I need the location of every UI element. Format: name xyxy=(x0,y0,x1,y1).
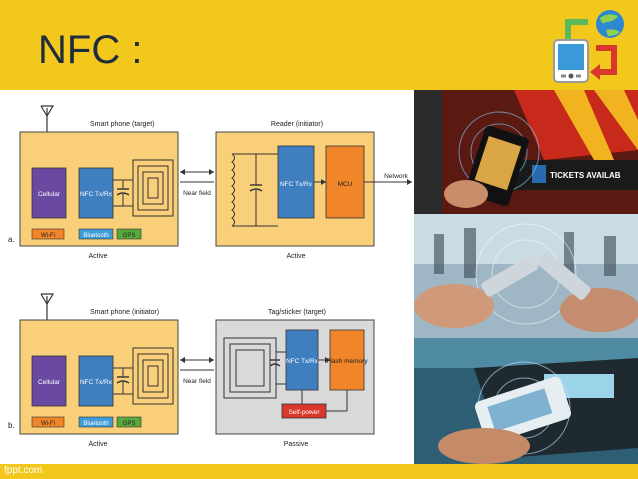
payment-terminal-photo xyxy=(414,338,638,464)
near-field-a-label: Near field xyxy=(183,190,211,197)
near-field-b-label: Near field xyxy=(183,378,211,385)
gps-b-block xyxy=(116,416,142,428)
wifi-a-block xyxy=(31,228,65,240)
phone-b-mode: Active xyxy=(88,441,107,448)
phone-a-title: Smart phone (target) xyxy=(90,121,155,128)
gps-a-block xyxy=(116,228,142,240)
cellular-a-label: Cellular xyxy=(38,191,61,198)
tag-nfc-block xyxy=(285,329,319,391)
tickets-text: TICKETS AVAILAB xyxy=(550,171,621,180)
phone-exchange-photo xyxy=(414,214,638,338)
bluetooth-b-label: Bluetooth xyxy=(83,421,108,427)
bluetooth-a-block xyxy=(78,228,114,240)
diagram-a: Smart phone (target) Cellular NFC Tx/Rx … xyxy=(8,105,412,260)
tag-b-mode: Passive xyxy=(284,441,309,448)
cellular-a-block xyxy=(31,167,67,219)
slide-footer: fppt.com xyxy=(0,464,638,479)
mcu-block xyxy=(325,145,365,219)
antenna-icon xyxy=(40,105,55,132)
footer-brand: fppt.com xyxy=(4,465,43,476)
diagram-b-marker: b. xyxy=(8,421,15,430)
nfc-phone-logo-icon xyxy=(553,10,624,83)
flash-memory-block xyxy=(329,329,365,391)
gps-a-label: GPS xyxy=(123,233,136,239)
slide-title: NFC : xyxy=(38,28,143,72)
diagram-a-marker: a. xyxy=(8,235,15,244)
coil-reader-icon xyxy=(231,153,278,227)
nfc-b-block xyxy=(78,355,114,407)
nfc-a-block xyxy=(78,167,114,219)
network-label: Network xyxy=(384,173,409,180)
wifi-b-label: Wi-Fi xyxy=(41,421,55,427)
flash-memory-label: Flash memory xyxy=(326,358,368,365)
coil-tag-icon xyxy=(223,337,286,399)
gps-b-label: GPS xyxy=(123,421,136,427)
ticket-photo: TICKETS AVAILAB xyxy=(414,90,638,214)
cellular-b-block xyxy=(31,355,67,407)
diagram-b: Smart phone (initiator) Cellular NFC Tx/… xyxy=(8,293,375,448)
slide-header: NFC : xyxy=(0,0,638,90)
self-power-label: Self-power xyxy=(288,409,320,416)
bluetooth-a-label: Bluetooth xyxy=(83,233,108,239)
reader-nfc-label: NFC Tx/Rx xyxy=(280,181,313,188)
nfc-a-label: NFC Tx/Rx xyxy=(80,191,113,198)
wifi-a-label: Wi-Fi xyxy=(41,233,55,239)
nfc-photo-strip: TICKETS AVAILAB xyxy=(414,90,638,464)
reader-a-title: Reader (initiator) xyxy=(271,121,323,128)
tag-nfc-label: NFC Tx/Rx xyxy=(286,358,319,365)
antenna-icon xyxy=(40,293,55,320)
nfc-block-diagram: Smart phone (target) Cellular NFC Tx/Rx … xyxy=(0,90,414,464)
tag-b-title: Tag/sticker (target) xyxy=(268,309,326,316)
reader-a-mode: Active xyxy=(286,253,305,260)
phone-a-mode: Active xyxy=(88,253,107,260)
cellular-b-label: Cellular xyxy=(38,379,61,386)
coil-a-icon xyxy=(132,159,174,217)
coil-b-icon xyxy=(132,347,174,405)
phone-b-title: Smart phone (initiator) xyxy=(90,309,159,316)
bluetooth-b-block xyxy=(78,416,114,428)
wifi-b-block xyxy=(31,416,65,428)
nfc-b-label: NFC Tx/Rx xyxy=(80,379,113,386)
reader-nfc-block xyxy=(277,145,315,219)
mcu-label: MCU xyxy=(338,181,353,188)
